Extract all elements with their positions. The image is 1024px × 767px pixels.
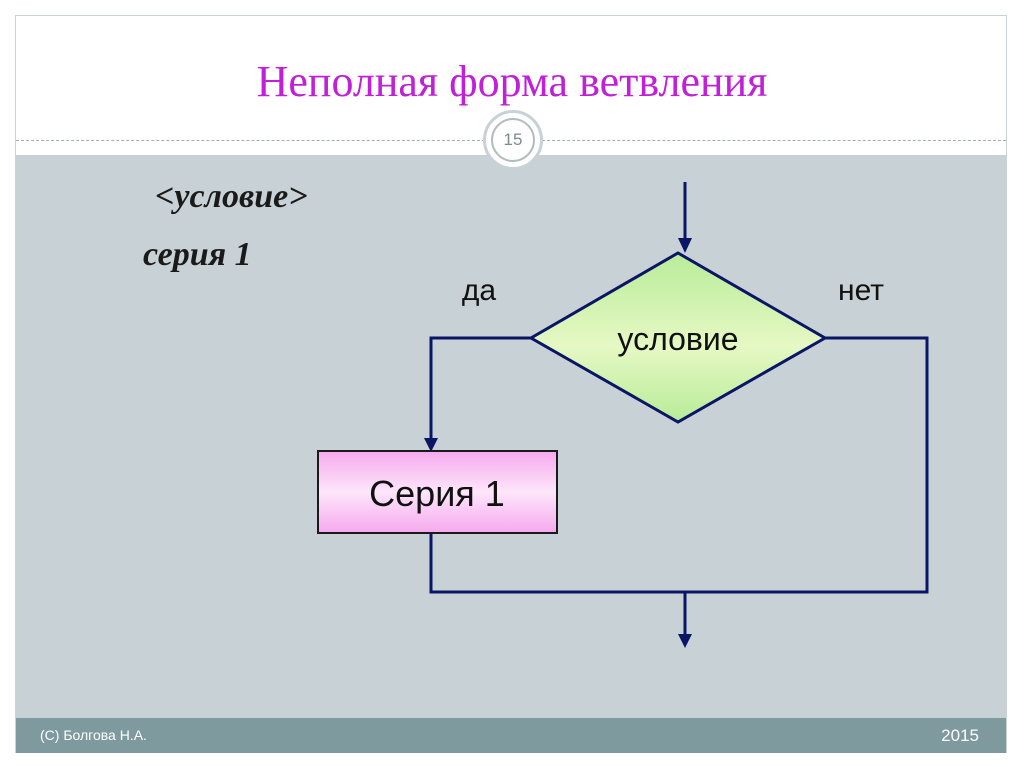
exit-arrow-icon <box>678 634 692 648</box>
decision-label: условие <box>617 321 738 357</box>
connectors <box>429 182 929 638</box>
no-branch-line <box>685 336 929 594</box>
footer-bar <box>16 718 1006 753</box>
process-box <box>317 450 558 534</box>
merge-line <box>429 533 685 594</box>
footer-author: (C) Болгова Н.А. <box>40 727 147 743</box>
yes-label: да <box>462 274 497 307</box>
slide-title: Неполная форма ветвления <box>256 57 768 106</box>
page-number: 15 <box>491 118 535 162</box>
no-label: нет <box>838 274 884 307</box>
footer-year: 2015 <box>941 726 979 745</box>
yes-arrow-icon <box>424 438 438 452</box>
yes-branch-line <box>429 336 531 442</box>
arrowheads <box>424 238 692 648</box>
process-label: Серия 1 <box>369 473 505 514</box>
code-series-line: серия 1 <box>143 236 252 273</box>
page-number-badge: 15 <box>483 110 543 170</box>
content-area <box>16 155 1006 718</box>
entry-arrow-icon <box>678 238 692 253</box>
code-condition-line: <условие> <box>155 178 308 215</box>
decision-diamond <box>527 251 829 424</box>
